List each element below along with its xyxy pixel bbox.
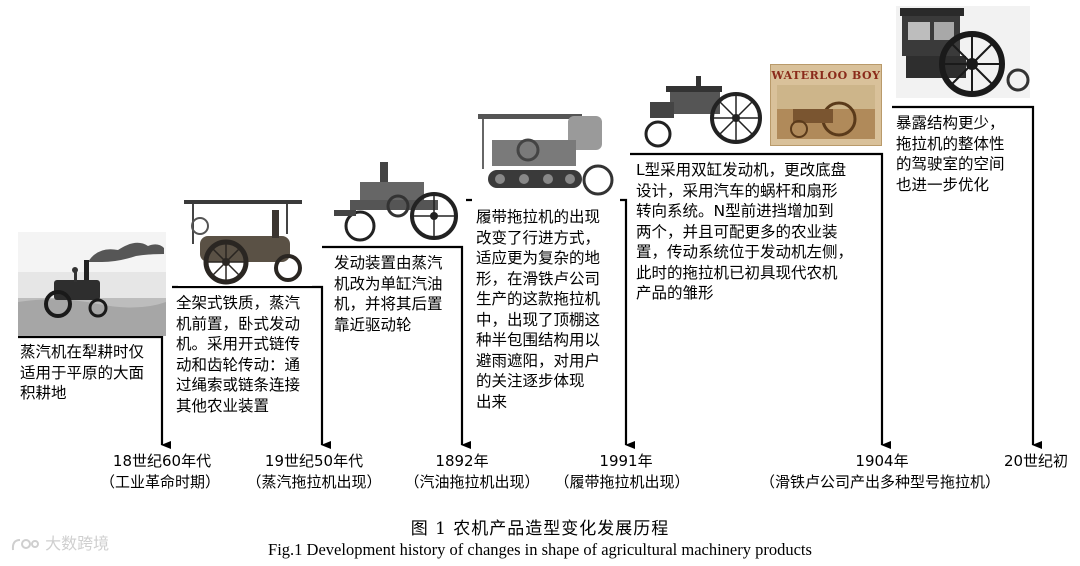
watermark-text: 大数跨境 xyxy=(45,534,109,553)
gasoline-tractor-photo xyxy=(330,160,458,244)
stage-3-date: 1892年 xyxy=(435,452,488,471)
stage-6-date: 20世纪初 xyxy=(1004,452,1068,471)
stage-5-description: L型采用双缸发动机，更改底盘 设计，采用汽车的蜗杆和扇形 转向系统。N型前进挡增… xyxy=(636,160,886,304)
watermark-logo-icon xyxy=(10,536,40,554)
stage-1-label: （工业革命时期） xyxy=(100,473,220,492)
enclosed-cab-tractor-photo xyxy=(896,6,1030,98)
crawler-tractor-photo xyxy=(472,110,620,202)
figure-caption-english: Fig.1 Development history of changes in … xyxy=(0,540,1080,560)
stage-2-description: 全架式铁质，蒸汽 机前置，卧式发动 机。采用开式链传 动和齿轮传动：通 过绳索或… xyxy=(176,293,326,416)
steam-traction-engine-photo xyxy=(178,196,312,286)
stage-5-date: 1904年 xyxy=(855,452,908,471)
waterloo-boy-tractor-photo xyxy=(636,72,764,152)
stage-6-description: 暴露结构更少， 拖拉机的整体性 的驾驶室的空间 也进一步优化 xyxy=(896,113,1036,195)
stage-1-date: 18世纪60年代 xyxy=(113,452,211,471)
stage-3-label: （汽油拖拉机出现） xyxy=(404,473,539,492)
steam-tractor-field-photo xyxy=(18,232,166,336)
stage-3-description: 发动装置由蒸汽 机改为单缸汽油 机，并将其后置 靠近驱动轮 xyxy=(334,253,464,335)
waterloo-boy-poster: WATERLOO BOY xyxy=(770,64,882,146)
stage-2-label: （蒸汽拖拉机出现） xyxy=(246,473,381,492)
stage-4-date: 1991年 xyxy=(599,452,652,471)
figure-caption-chinese: 图 1 农机产品造型变化发展历程 xyxy=(0,514,1080,539)
watermark: 大数跨境 xyxy=(10,530,109,554)
stage-1-description: 蒸汽机在犁耕时仅 适用于平原的大面 积耕地 xyxy=(20,342,165,404)
poster-illustration xyxy=(777,85,875,139)
stage-4-description: 履带拖拉机的出现 改变了行进方式， 适应更为复杂的地 形，在滑铁卢公司 生产的这… xyxy=(476,207,626,412)
stage-5-label: （滑铁卢公司产出多种型号拖拉机） xyxy=(760,473,1000,492)
poster-title: WATERLOO BOY xyxy=(771,69,881,82)
stage-2-date: 19世纪50年代 xyxy=(265,452,363,471)
stage-4-label: （履带拖拉机出现） xyxy=(554,473,689,492)
